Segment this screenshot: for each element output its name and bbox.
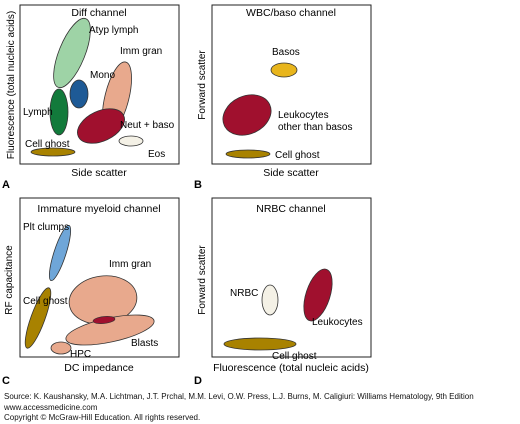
lymph-population xyxy=(49,88,69,136)
cell-ghost-population-c xyxy=(24,287,52,349)
cell-ghost-label-c: Cell ghost xyxy=(23,296,68,307)
leukocytes-population-b xyxy=(222,94,272,136)
panel-a-title: Diff channel xyxy=(71,7,126,19)
panel-a-letter: A xyxy=(2,179,10,191)
plt-clumps-population xyxy=(48,224,72,282)
panel-b-title: WBC/baso channel xyxy=(246,7,336,19)
cell-ghost-population-b xyxy=(225,149,271,159)
panel-d-title: NRBC channel xyxy=(256,203,325,215)
copyright-line: Copyright © McGraw-Hill Education. All r… xyxy=(4,413,201,422)
leukocytes-label-d: Leukocytes xyxy=(312,317,363,328)
panel-c: Immature myeloid channel RF capacitance … xyxy=(2,197,180,387)
panel-d-ylabel: Forward scatter xyxy=(197,245,208,315)
cell-ghost-label-a: Cell ghost xyxy=(25,139,70,150)
cell-ghost-population-a xyxy=(30,147,76,157)
panel-d: NRBC channel Forward scatter Fluorescenc… xyxy=(194,197,372,387)
mono-label: Mono xyxy=(90,70,115,81)
leukocytes-label-b-line1: Leukocytes xyxy=(278,110,329,121)
cell-ghost-population-d xyxy=(223,337,297,351)
atyp-lymph-label: Atyp lymph xyxy=(89,25,138,36)
panel-d-letter: D xyxy=(194,375,202,387)
panel-a-xlabel: Side scatter xyxy=(71,167,127,179)
panel-a-ylabel: Fluorescence (total nucleic acids) xyxy=(6,11,17,159)
panel-b-ylabel: Forward scatter xyxy=(197,50,208,120)
panel-b-frame xyxy=(211,4,372,165)
plt-clumps-label: Plt clumps xyxy=(23,222,69,233)
panel-d-frame xyxy=(211,197,372,358)
panel-c-xlabel: DC impedance xyxy=(64,362,134,374)
neut-baso-label: Neut + baso xyxy=(120,120,175,131)
panel-c-title: Immature myeloid channel xyxy=(37,203,160,215)
lymph-label: Lymph xyxy=(23,107,53,118)
cell-ghost-label-d: Cell ghost xyxy=(272,351,317,362)
source-line: Source: K. Kaushansky, M.A. Lichtman, J.… xyxy=(4,392,474,401)
eos-label: Eos xyxy=(148,149,165,160)
panel-b: WBC/baso channel Forward scatter Side sc… xyxy=(194,4,372,191)
cell-ghost-label-b: Cell ghost xyxy=(275,150,320,161)
leukocytes-label-b-line2: other than basos xyxy=(278,122,353,133)
panel-b-letter: B xyxy=(194,179,202,191)
panel-a-frame xyxy=(19,4,180,165)
panel-b-xlabel: Side scatter xyxy=(263,167,319,179)
neut-baso-population xyxy=(77,108,125,144)
panel-c-frame xyxy=(19,197,180,358)
figure: Diff channel Fluorescence (total nucleic… xyxy=(2,4,372,387)
panel-d-xlabel: Fluorescence (total nucleic acids) xyxy=(213,362,369,374)
mono-population xyxy=(69,79,89,109)
panel-c-letter: C xyxy=(2,375,10,387)
leukocytes-population-d xyxy=(303,268,333,322)
imm-gran-label-c: Imm gran xyxy=(109,259,151,270)
nrbc-population xyxy=(261,284,279,316)
panel-a: Diff channel Fluorescence (total nucleic… xyxy=(2,4,180,191)
source-citation: Source: K. Kaushansky, M.A. Lichtman, J.… xyxy=(4,392,516,424)
panel-c-ylabel: RF capacitance xyxy=(4,245,15,315)
hpc-population xyxy=(50,341,72,355)
basos-population xyxy=(270,62,298,78)
nrbc-label: NRBC xyxy=(230,288,258,299)
atyp-lymph-population xyxy=(53,17,91,89)
overlap-population xyxy=(92,316,116,324)
eos-population xyxy=(118,135,144,147)
source-website-link[interactable]: www.accessmedicine.com xyxy=(4,402,98,412)
hpc-label: HPC xyxy=(70,349,91,360)
basos-label: Basos xyxy=(272,47,300,58)
blasts-label: Blasts xyxy=(131,338,158,349)
imm-gran-label-a: Imm gran xyxy=(120,46,162,57)
